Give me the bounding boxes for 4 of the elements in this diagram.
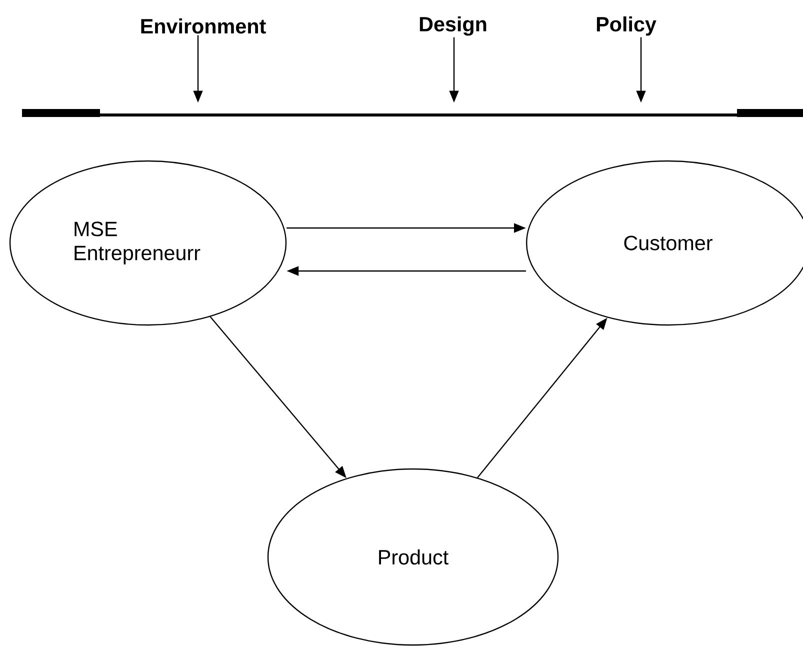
heading: Environment: [141, 18, 266, 34]
heading: Policy: [596, 16, 656, 36]
bar: [22, 109, 803, 117]
heading: Design: [420, 16, 486, 36]
